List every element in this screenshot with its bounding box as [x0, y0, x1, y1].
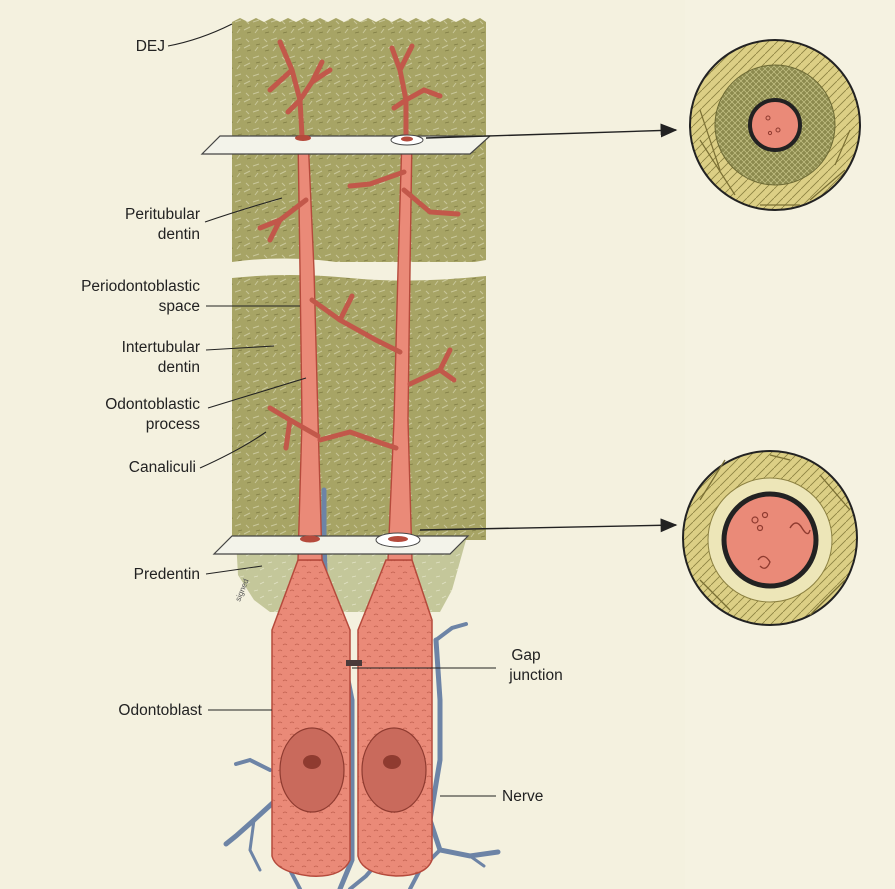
- label-dej: DEJ: [136, 38, 165, 55]
- label-periodontoblastic-space-1: Periodontoblastic: [81, 278, 200, 295]
- label-periodontoblastic-space-2: space: [159, 298, 200, 315]
- dentin-layer: [232, 18, 486, 540]
- lower-cross-section: [683, 451, 857, 625]
- label-odontoblast: Odontoblast: [118, 702, 202, 719]
- label-odontoblastic-process-2: process: [146, 416, 201, 433]
- label-canaliculi: Canaliculi: [129, 459, 196, 476]
- label-intertubular-dentin-1: Intertubular: [122, 339, 200, 356]
- label-gap-junction-1: Gap: [511, 647, 540, 664]
- label-peritubular-dentin-2: dentin: [158, 226, 200, 243]
- upper-cross-section: [690, 40, 860, 210]
- label-predentin: Predentin: [134, 566, 200, 583]
- label-intertubular-dentin-2: dentin: [158, 359, 200, 376]
- label-gap-junction-2: junction: [508, 667, 562, 684]
- label-nerve: Nerve: [502, 788, 543, 805]
- label-peritubular-dentin-1: Peritubular: [125, 206, 200, 223]
- label-odontoblastic-process-1: Odontoblastic: [105, 396, 200, 413]
